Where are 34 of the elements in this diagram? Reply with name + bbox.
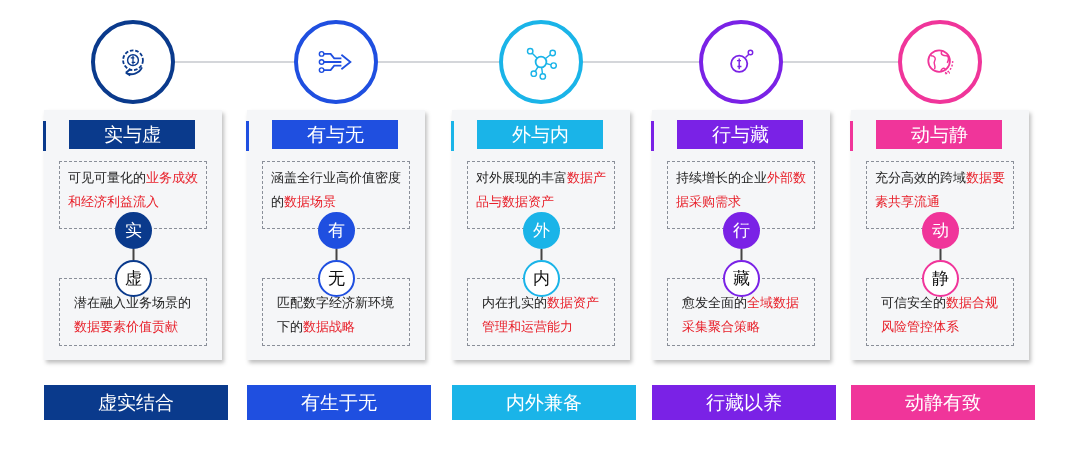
title-banner: 外与内 [477, 120, 603, 149]
connector-line [174, 61, 295, 63]
title-banner: 有与无 [272, 120, 398, 149]
connector-line [377, 61, 500, 63]
card [452, 110, 630, 360]
char-circle: 藏 [723, 260, 760, 297]
title-banner: 动与静 [876, 120, 1002, 149]
char-circle: 行 [723, 212, 760, 249]
connector-line [939, 248, 942, 261]
summary-bar: 虚实结合 [44, 385, 228, 420]
char-circle: 虚 [115, 260, 152, 297]
char-circle: 内 [523, 260, 560, 297]
connector-line [782, 61, 899, 63]
connector-line [582, 61, 700, 63]
summary-bar: 有生于无 [247, 385, 431, 420]
summary-bar: 内外兼备 [452, 385, 636, 420]
card [652, 110, 830, 360]
card [851, 110, 1029, 360]
char-circle: 动 [922, 212, 959, 249]
char-circle: 实 [115, 212, 152, 249]
connector-line [335, 248, 338, 261]
char-circle: 有 [318, 212, 355, 249]
title-banner: 行与藏 [677, 120, 803, 149]
card [44, 110, 222, 360]
char-circle: 外 [523, 212, 560, 249]
char-circle: 无 [318, 260, 355, 297]
card [247, 110, 425, 360]
title-banner: 实与虚 [69, 120, 195, 149]
connector-line [740, 248, 743, 261]
connector-line [540, 248, 543, 261]
connector-line [132, 248, 135, 261]
summary-bar: 行藏以养 [652, 385, 836, 420]
summary-bar: 动静有致 [851, 385, 1035, 420]
char-circle: 静 [922, 260, 959, 297]
